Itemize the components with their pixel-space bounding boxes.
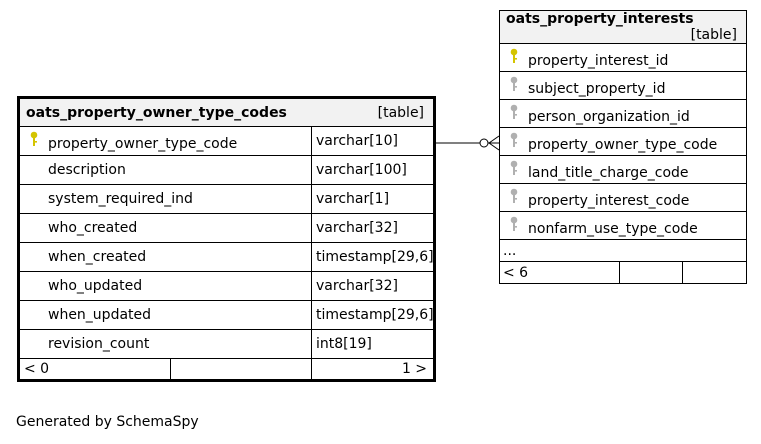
ellipsis: ... xyxy=(499,239,747,262)
column-name-cell: when_created xyxy=(18,242,312,272)
column-name[interactable]: property_owner_type_code xyxy=(48,136,238,152)
column-row[interactable]: nonfarm_use_type_code xyxy=(499,211,747,240)
table-header: oats_property_owner_type_codes [table] xyxy=(17,97,436,127)
children-count[interactable]: < 0 xyxy=(18,358,171,381)
primary-key-icon xyxy=(26,130,42,152)
column-name-cell: subject_property_id xyxy=(499,71,747,100)
column-name-cell: revision_count xyxy=(18,329,312,359)
column-type: int8[19] xyxy=(310,329,436,359)
column-row[interactable]: description varchar[100] xyxy=(18,155,436,185)
column-type: varchar[100] xyxy=(310,155,436,185)
footer-spacer xyxy=(681,261,748,284)
crowfoot-lower xyxy=(488,142,500,151)
column-row[interactable]: when_created timestamp[29,6] xyxy=(18,242,436,272)
crowfoot-upper xyxy=(488,135,500,144)
column-row[interactable]: land_title_charge_code xyxy=(499,155,747,184)
column-row[interactable]: property_owner_type_code varchar[10] xyxy=(18,126,436,156)
table-footer: < 6 xyxy=(498,261,748,284)
table-tag: [table] xyxy=(377,104,425,121)
foreign-key-icon xyxy=(506,159,522,181)
column-row[interactable]: when_updated timestamp[29,6] xyxy=(18,300,436,330)
children-count[interactable]: < 6 xyxy=(498,261,621,284)
column-name[interactable]: system_required_ind xyxy=(48,191,193,207)
column-name[interactable]: land_title_charge_code xyxy=(528,164,689,181)
foreign-key-icon xyxy=(506,215,522,237)
owner-type-codes-table[interactable]: oats_property_owner_type_codes [table] p… xyxy=(17,96,437,382)
column-name[interactable]: when_updated xyxy=(48,307,152,323)
table-header: oats_property_interests [table] xyxy=(499,10,747,44)
column-name-cell: property_interest_id xyxy=(499,43,747,72)
parents-count[interactable]: 1 > xyxy=(310,358,436,381)
column-name-cell: who_updated xyxy=(18,271,312,301)
property-interests-table[interactable]: oats_property_interests [table] property… xyxy=(498,10,748,284)
column-name[interactable]: subject_property_id xyxy=(528,80,666,97)
column-type: varchar[1] xyxy=(310,184,436,214)
column-name[interactable]: who_updated xyxy=(48,278,143,294)
column-name[interactable]: revision_count xyxy=(48,336,150,352)
table-tag: [table] xyxy=(690,27,737,43)
column-name[interactable]: property_interest_id xyxy=(528,52,669,69)
column-row[interactable]: property_interest_code xyxy=(499,183,747,212)
column-row[interactable]: who_created varchar[32] xyxy=(18,213,436,243)
column-row[interactable]: system_required_ind varchar[1] xyxy=(18,184,436,214)
column-name[interactable]: person_organization_id xyxy=(528,108,690,125)
column-name-cell: when_updated xyxy=(18,300,312,330)
column-row[interactable]: revision_count int8[19] xyxy=(18,329,436,359)
column-name[interactable]: property_owner_type_code xyxy=(528,136,718,153)
footer-spacer xyxy=(619,261,683,284)
column-row[interactable]: person_organization_id xyxy=(499,99,747,128)
column-name[interactable]: description xyxy=(48,162,126,178)
column-name-cell: system_required_ind xyxy=(18,184,312,214)
column-type: timestamp[29,6] xyxy=(310,242,436,272)
column-type: varchar[10] xyxy=(310,126,436,156)
column-row[interactable]: property_owner_type_code xyxy=(499,127,747,156)
column-row[interactable]: subject_property_id xyxy=(499,71,747,100)
column-name[interactable]: when_created xyxy=(48,249,147,265)
column-type: timestamp[29,6] xyxy=(310,300,436,330)
column-name-cell: property_interest_code xyxy=(499,183,747,212)
column-name-cell: property_owner_type_code xyxy=(499,127,747,156)
foreign-key-icon xyxy=(506,131,522,153)
foreign-key-icon xyxy=(506,187,522,209)
column-name-cell: land_title_charge_code xyxy=(499,155,747,184)
column-row[interactable]: who_updated varchar[32] xyxy=(18,271,436,301)
foreign-key-icon xyxy=(506,103,522,125)
column-type: varchar[32] xyxy=(310,213,436,243)
column-name-cell: property_owner_type_code xyxy=(18,126,312,156)
table-footer: < 0 1 > xyxy=(18,358,436,381)
column-name-cell: description xyxy=(18,155,312,185)
column-name-cell: nonfarm_use_type_code xyxy=(499,211,747,240)
generated-by-label: Generated by SchemaSpy xyxy=(16,414,199,430)
column-name-cell: who_created xyxy=(18,213,312,243)
column-name-cell: person_organization_id xyxy=(499,99,747,128)
foreign-key-icon xyxy=(506,75,522,97)
footer-spacer xyxy=(170,358,312,381)
column-type: varchar[32] xyxy=(310,271,436,301)
more-columns-row: ... xyxy=(499,239,747,262)
column-name[interactable]: nonfarm_use_type_code xyxy=(528,220,698,237)
table-name[interactable]: oats_property_owner_type_codes xyxy=(26,104,287,121)
table-name[interactable]: oats_property_interests xyxy=(506,11,694,28)
zero-marker xyxy=(479,138,489,148)
column-name[interactable]: property_interest_code xyxy=(528,192,690,209)
column-name[interactable]: who_created xyxy=(48,220,138,236)
primary-key-icon xyxy=(506,47,522,69)
column-row[interactable]: property_interest_id xyxy=(499,43,747,72)
